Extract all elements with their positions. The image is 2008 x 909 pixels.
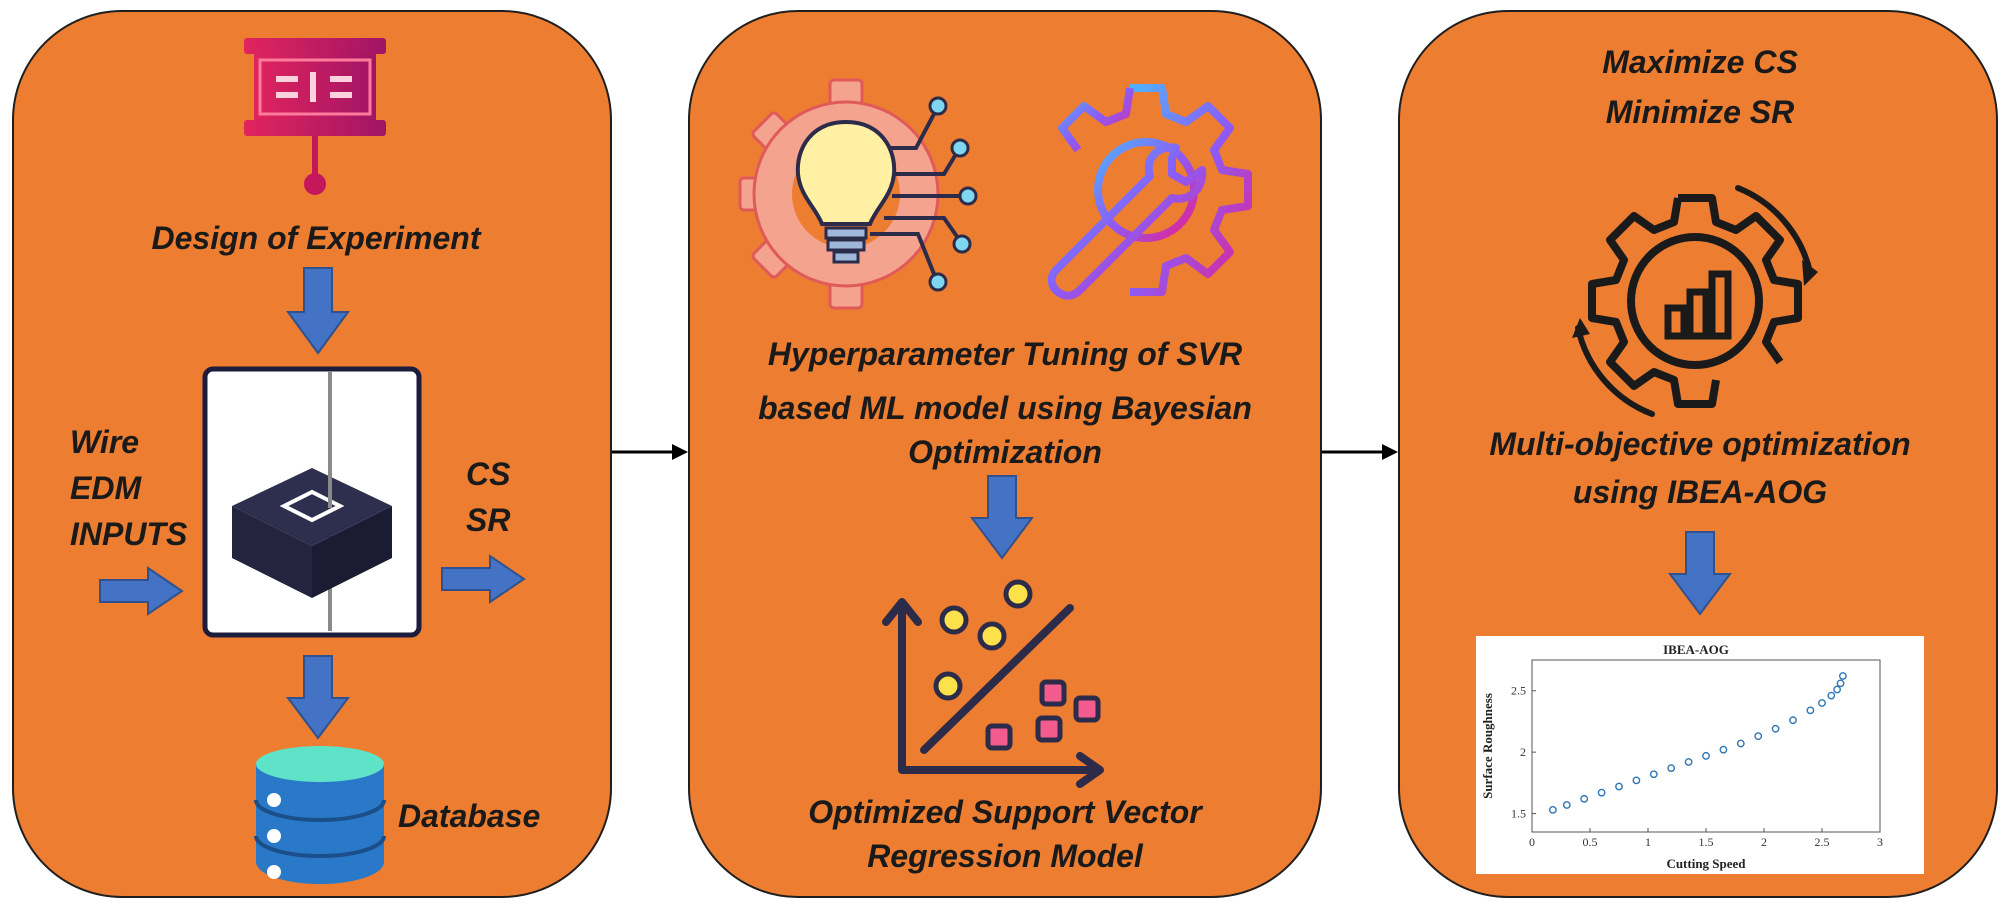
y-tick-label: 2 <box>1520 745 1526 759</box>
inputs-label-line-3: INPUTS <box>70 516 188 552</box>
y-axis-ticks: 1.5 2 2.5 <box>1511 684 1536 821</box>
scatter-point <box>1827 691 1836 700</box>
inputs-label-line-1: Wire <box>70 424 140 460</box>
x-tick-label: 0 <box>1529 835 1535 849</box>
scatter-point <box>1615 782 1623 791</box>
y-tick-label: 2.5 <box>1511 684 1526 698</box>
scatter-point <box>1789 716 1797 725</box>
arrow-right-outputs <box>441 554 526 604</box>
scatter-point <box>1667 764 1676 773</box>
scatter-point <box>1754 732 1763 741</box>
tuning-label-line-1: Hyperparameter Tuning of SVR <box>767 336 1243 372</box>
x-tick-label: 0.5 <box>1583 835 1598 849</box>
x-tick-label: 3 <box>1877 835 1883 849</box>
scatter-point <box>1548 805 1557 814</box>
y-tick-label: 1.5 <box>1511 807 1526 821</box>
x-tick-label: 1 <box>1645 835 1651 849</box>
scatter-point <box>1833 685 1841 694</box>
optimization-label-line-1: Multi-objective optimization <box>1489 426 1911 462</box>
scatter-point <box>1684 758 1693 766</box>
x-axis-label: Cutting Speed <box>1666 856 1746 871</box>
database-label: Database <box>398 798 541 834</box>
scatter-point <box>1771 724 1780 733</box>
connector-arrow-middle-to-right <box>1322 444 1398 460</box>
tuning-label-line-3: Optimization <box>908 434 1102 470</box>
arrow-down-machine <box>286 655 350 740</box>
scatter-point <box>1818 699 1826 707</box>
tuning-label-line-2: based ML model using Bayesian <box>758 390 1252 426</box>
scatter-point <box>1632 776 1641 785</box>
scatter-point <box>1719 745 1728 754</box>
pareto-front-chart: IBEA-AOG 0 0.5 1 1.5 2 2.5 3 1.5 2 2.5 Cutting S… <box>1476 636 1924 874</box>
gear-cycle-chart-icon <box>1572 185 1818 417</box>
optimization-label-line-2: using IBEA-AOG <box>1572 474 1828 510</box>
scatter-point <box>1580 794 1589 803</box>
model-label-line-2: Regression Model <box>867 838 1143 874</box>
scatter-point <box>1736 739 1745 748</box>
scatter-point <box>1702 751 1710 760</box>
svr-scatter-icon <box>882 579 1104 788</box>
model-label-line-1: Optimized Support Vector <box>808 794 1202 830</box>
y-axis-label: Surface Roughness <box>1480 693 1495 799</box>
objective-minimize-label: Minimize SR <box>1605 94 1795 130</box>
scatter-point <box>1838 672 1847 680</box>
arrow-right-inputs <box>99 566 184 616</box>
chart-background <box>1476 636 1924 874</box>
arrow-down-optimization <box>1668 531 1732 616</box>
x-tick-label: 2.5 <box>1815 835 1830 849</box>
inputs-label-line-2: EDM <box>70 470 142 506</box>
design-of-experiment-icon <box>244 38 386 195</box>
scatter-point <box>1597 788 1606 797</box>
doe-label: Design of Experiment <box>151 220 481 256</box>
wrench-gear-icon <box>1047 84 1252 300</box>
scatter-series <box>1548 672 1847 814</box>
arrow-down-tuning <box>970 475 1034 560</box>
scatter-point <box>1836 679 1845 688</box>
objective-maximize-label: Maximize CS <box>1602 44 1798 80</box>
arrow-down-doe <box>286 267 350 355</box>
scatter-point <box>1806 706 1815 715</box>
x-tick-label: 1.5 <box>1699 835 1714 849</box>
wire-edm-machine-icon <box>202 366 422 638</box>
scatter-point <box>1649 770 1658 779</box>
outputs-label-line-1: CS <box>466 456 511 492</box>
chart-title: IBEA-AOG <box>1663 642 1729 657</box>
database-icon <box>254 746 386 884</box>
outputs-label-line-2: SR <box>466 502 511 538</box>
x-tick-label: 2 <box>1761 835 1767 849</box>
scatter-point <box>1562 801 1571 809</box>
connector-arrow-left-to-middle <box>612 444 688 460</box>
x-axis-ticks: 0 0.5 1 1.5 2 2.5 3 <box>1529 828 1883 849</box>
lightbulb-gear-icon <box>738 78 978 310</box>
